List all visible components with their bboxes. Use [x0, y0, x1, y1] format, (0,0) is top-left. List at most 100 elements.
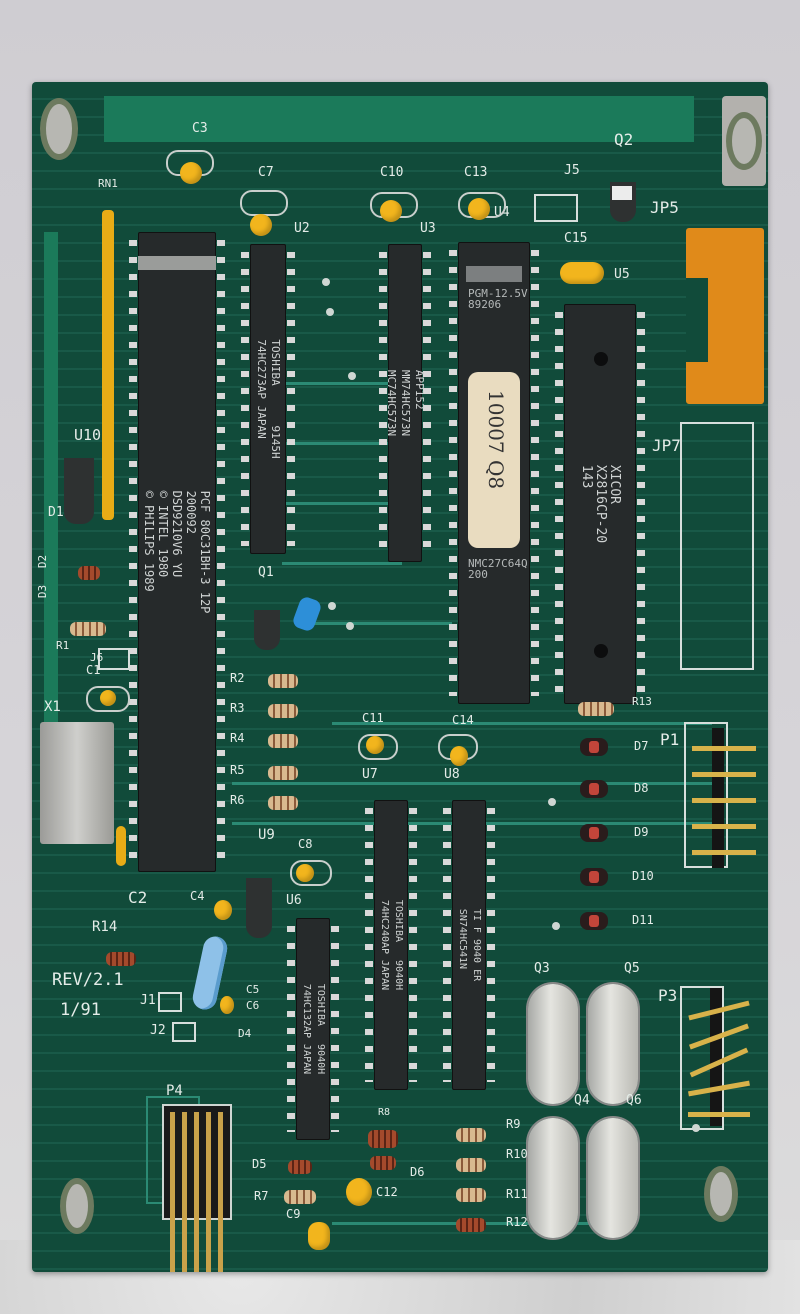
ref-c4: C4 — [190, 889, 205, 903]
capacitor-c9 — [308, 1222, 330, 1250]
chip-u2: TOSHIBA 9145H 74HC273AP JAPAN — [241, 244, 295, 554]
chip-u5-label: XICOR X2816CP-20 143 — [579, 464, 622, 544]
capacitor-c12 — [346, 1178, 372, 1206]
chip-u8: TI F 9040 ER SN74HC541N — [443, 800, 495, 1090]
ref-c8: C8 — [298, 837, 313, 851]
ref-u6: U6 — [286, 893, 302, 908]
ref-q1: Q1 — [258, 565, 274, 580]
resistor-r8 — [368, 1130, 398, 1148]
regulator-u10 — [64, 458, 94, 524]
via — [322, 278, 330, 286]
ref-p3: P3 — [658, 986, 678, 1005]
capacitor-blue — [291, 595, 323, 633]
ref-u10: U10 — [74, 426, 102, 444]
ref-p1: P1 — [660, 730, 680, 749]
ref-d9: D9 — [634, 825, 649, 839]
ref-u3: U3 — [420, 221, 436, 236]
mounting-hole — [732, 118, 756, 164]
p1-pin — [692, 772, 756, 777]
ref-q5: Q5 — [624, 961, 640, 976]
jp7-outline — [680, 422, 754, 670]
capacitor-c11 — [366, 736, 384, 754]
via — [328, 602, 336, 610]
ref-c5: C5 — [246, 983, 260, 996]
diode-d8 — [580, 780, 608, 798]
trace — [312, 622, 452, 625]
ref-d8: D8 — [634, 781, 649, 795]
diode-d11 — [580, 912, 608, 930]
ref-r1: R1 — [56, 639, 70, 652]
chip-u8-label: TI F 9040 ER SN74HC541N — [457, 908, 482, 982]
transistor-q5 — [588, 984, 638, 1104]
ref-d6: D6 — [410, 1165, 425, 1179]
ref-rn1: RN1 — [98, 177, 118, 190]
capacitor-c15 — [560, 262, 604, 284]
ref-q2: Q2 — [614, 130, 634, 149]
chip-u1-label: PCF 80C31BH-3 12P 200092 DSD9210V6 YU © … — [142, 490, 212, 614]
jumper-j5 — [534, 194, 578, 222]
diode-d5 — [288, 1160, 312, 1174]
p1-pin — [692, 798, 756, 803]
capacitor-c5 — [220, 996, 234, 1014]
chip-u5-eeprom: XICOR X2816CP-20 143 — [555, 304, 645, 704]
diode-d7 — [580, 738, 608, 756]
diode-d9 — [580, 824, 608, 842]
resistor-r2 — [268, 674, 298, 688]
capacitor-c14 — [450, 746, 468, 766]
ref-r14: R14 — [92, 919, 118, 935]
ref-d5: D5 — [252, 1157, 267, 1171]
resistor-network-rn1 — [102, 210, 114, 520]
ref-c1: C1 — [86, 663, 101, 677]
p4-pin — [218, 1112, 223, 1272]
capacitor-c4 — [214, 900, 232, 920]
capacitor-c1 — [100, 690, 116, 706]
via — [348, 372, 356, 380]
chip-u2-label: TOSHIBA 9145H 74HC273AP JAPAN — [255, 339, 282, 459]
jumper-j6 — [98, 648, 130, 670]
ref-r12: R12 — [506, 1215, 528, 1229]
ref-jp5: JP5 — [650, 198, 679, 217]
ref-c11: C11 — [362, 711, 384, 725]
via — [346, 622, 354, 630]
chip-u6: TOSHIBA 9040H 74HC132AP JAPAN — [287, 918, 339, 1140]
trace — [282, 562, 402, 565]
cap-pad — [358, 734, 398, 760]
eprom-sticker-text: 10007 Q8 — [484, 390, 508, 490]
resistor-r4 — [268, 734, 298, 748]
jp5-notch — [686, 278, 708, 362]
p1-pin — [692, 850, 756, 855]
ref-u2: U2 — [294, 221, 310, 236]
via — [548, 798, 556, 806]
trace — [282, 502, 402, 505]
chip-u6-label: TOSHIBA 9040H 74HC132AP JAPAN — [301, 983, 326, 1075]
p4-pin — [170, 1112, 175, 1272]
eprom-sticker — [468, 372, 520, 548]
resistor-r12 — [456, 1218, 486, 1232]
ref-u8: U8 — [444, 767, 460, 782]
mounting-hole — [710, 1172, 732, 1216]
mounting-hole — [46, 104, 72, 154]
ref-d10: D10 — [632, 869, 654, 883]
ref-c12: C12 — [376, 1185, 398, 1199]
transistor-q4 — [528, 1118, 578, 1238]
cap-pad — [240, 190, 288, 216]
ref-d7: D7 — [634, 739, 649, 753]
ref-d1: D1 — [48, 505, 64, 520]
capacitor-c7 — [250, 214, 272, 236]
ref-r11: R11 — [506, 1187, 528, 1201]
cap-pad — [290, 860, 332, 886]
resistor-r11 — [456, 1188, 486, 1202]
ground-band-top — [104, 96, 694, 142]
ref-c10: C10 — [380, 165, 404, 180]
p1-pin — [692, 746, 756, 751]
circuit-board: PCF 80C31BH-3 12P 200092 DSD9210V6 YU © … — [32, 82, 768, 1272]
ref-q6: Q6 — [626, 1093, 642, 1108]
q2-tab — [612, 186, 632, 200]
trace — [282, 382, 402, 385]
p4-pin — [206, 1112, 211, 1272]
p3-pin — [688, 1112, 750, 1117]
chip-u4-bottom-label: NMC27C64Q 200 — [468, 557, 528, 581]
ref-jp7: JP7 — [652, 436, 681, 455]
chip-u7-label: TOSHIBA 9040H 74HC240AP JAPAN — [379, 899, 404, 991]
ref-r6: R6 — [230, 793, 245, 807]
